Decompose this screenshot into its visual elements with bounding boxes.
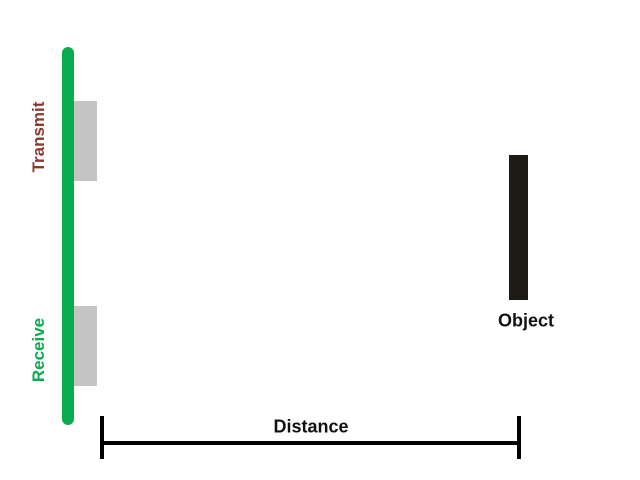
sensor-board (62, 47, 74, 425)
object-block (509, 155, 528, 300)
receiver-pad (74, 306, 97, 386)
object-label: Object (497, 310, 555, 331)
transmitter-pad (74, 101, 97, 181)
distance-label: Distance (273, 416, 349, 437)
